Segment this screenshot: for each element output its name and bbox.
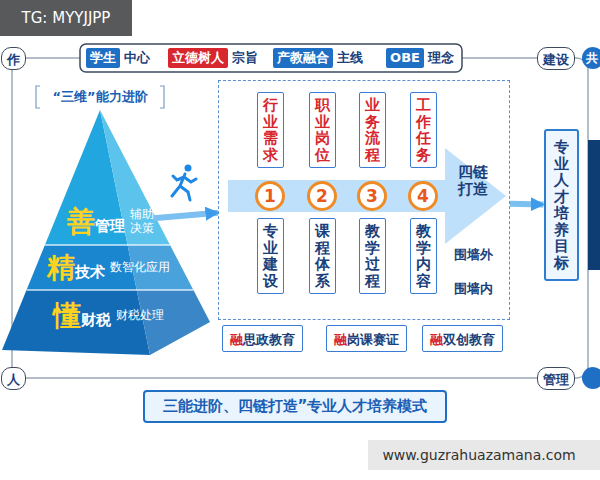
tag-text: 学生 bbox=[86, 48, 120, 68]
tag-caption: 主线 bbox=[337, 50, 363, 66]
callout-number: 2 bbox=[316, 188, 328, 205]
chain-top-box: 职业岗位 bbox=[309, 92, 336, 168]
cut-panel bbox=[588, 140, 600, 270]
watermark: www.guzrahuazamana.com bbox=[382, 447, 575, 463]
pyramid-divider bbox=[27, 245, 194, 290]
tag-caption: 理念 bbox=[428, 50, 454, 66]
chain-top-box: 工作任务 bbox=[410, 92, 437, 168]
runner-head bbox=[185, 165, 192, 172]
principle-tag: 产教融合主线 bbox=[273, 48, 363, 68]
callout-number: 4 bbox=[417, 188, 429, 205]
runner-body bbox=[172, 174, 196, 200]
pill-text: 人 bbox=[7, 372, 20, 388]
pyramid-level: 懂财税财税处理 bbox=[53, 299, 164, 333]
tag-caption: 中心 bbox=[124, 50, 150, 66]
box-text: 行业需求 bbox=[263, 97, 278, 163]
flow-arrow bbox=[510, 201, 544, 208]
integration-box: 融双创教育 bbox=[422, 325, 503, 352]
step-circle: 4 bbox=[408, 181, 438, 211]
pyramid-level: 善管理辅助决策 bbox=[67, 205, 154, 239]
badge-circle bbox=[582, 367, 600, 389]
box-text: 职业岗位 bbox=[315, 97, 330, 163]
arrow-label: 四链打造 bbox=[458, 164, 488, 199]
box-text: 融双创教育 bbox=[430, 332, 495, 348]
label-bracket bbox=[36, 86, 164, 108]
badge-char: 共 bbox=[586, 50, 598, 67]
watermark-band bbox=[368, 440, 600, 470]
callout-number: 3 bbox=[366, 188, 378, 205]
pyramid-bottom-side bbox=[137, 290, 210, 355]
goal-box: 专业人才培养目标 bbox=[544, 129, 579, 281]
running-man-icon bbox=[172, 165, 196, 201]
title-box: 三能进阶、四链打造”专业人才培养模式 bbox=[143, 390, 448, 423]
pyramid-bottom-front bbox=[2, 290, 150, 355]
frame-pill: 作 bbox=[1, 47, 26, 70]
frame-pill: 建设 bbox=[537, 47, 575, 70]
level-skill: 辅助决策 bbox=[130, 208, 154, 236]
badge-circle bbox=[582, 47, 600, 69]
zone-label: 围墙外 bbox=[454, 246, 493, 264]
zone-label: 围墙内 bbox=[454, 280, 493, 298]
section-label: “三维”能力进阶 bbox=[52, 88, 147, 106]
box-text: 专业建设 bbox=[263, 223, 278, 289]
tag-text: 立德树人 bbox=[168, 48, 228, 68]
box-text: 业务流程 bbox=[365, 97, 380, 163]
pyramid-level: 精技术数智化应用 bbox=[47, 251, 170, 285]
principle-tag: 学生中心 bbox=[86, 48, 150, 68]
pill-text: 作 bbox=[7, 52, 20, 68]
watermark: TG: MYYJJPP bbox=[22, 9, 111, 27]
step-circle: 1 bbox=[255, 181, 285, 211]
pill-text: 建设 bbox=[543, 52, 569, 68]
principle-bar bbox=[80, 44, 462, 72]
chain-top-box: 业务流程 bbox=[359, 92, 386, 168]
frame-pill: 人 bbox=[1, 367, 26, 390]
chain-bottom-box: 专业建设 bbox=[257, 218, 284, 294]
chain-bottom-box: 课程体系 bbox=[309, 218, 336, 294]
step-circle: 3 bbox=[357, 181, 387, 211]
box-text: 工作任务 bbox=[416, 97, 431, 163]
box-text: 教学内容 bbox=[416, 223, 431, 289]
watermark-band bbox=[0, 0, 132, 36]
principle-tag: 立德树人宗旨 bbox=[168, 48, 258, 68]
tag-text: 产教融合 bbox=[273, 48, 333, 68]
level-skill: 财税处理 bbox=[116, 309, 164, 323]
box-text: 融岗课赛证 bbox=[334, 332, 399, 348]
flow-arrow bbox=[154, 213, 219, 219]
principle-tag: OBE理念 bbox=[386, 48, 454, 68]
chain-frame: 四链打造围墙外围墙内 行业需求 职业岗位 业务流程 工作任务 1 2 3 4 专业建设 课程体系 教学… bbox=[218, 80, 510, 320]
integration-box: 融思政教育 bbox=[222, 325, 303, 352]
frame-pill: 管理 bbox=[537, 367, 575, 390]
level-name: 善管理 bbox=[67, 205, 125, 239]
pyramid bbox=[2, 110, 210, 355]
box-text: 专业人才培养目标 bbox=[554, 139, 569, 271]
chain-bottom-box: 教学内容 bbox=[410, 218, 437, 294]
chain-bottom-box: 教学过程 bbox=[359, 218, 386, 294]
level-name: 精技术 bbox=[47, 251, 105, 285]
box-text: 融思政教育 bbox=[230, 332, 295, 348]
pill-text: 管理 bbox=[543, 372, 569, 388]
integration-box: 融岗课赛证 bbox=[326, 325, 407, 352]
chain-top-box: 行业需求 bbox=[257, 92, 284, 168]
level-name: 懂财税 bbox=[53, 299, 111, 333]
step-circle: 2 bbox=[307, 181, 337, 211]
callout-number: 1 bbox=[264, 188, 276, 205]
level-skill: 数智化应用 bbox=[110, 261, 170, 275]
box-text: 课程体系 bbox=[315, 223, 330, 289]
tag-text: OBE bbox=[386, 48, 424, 68]
box-text: 教学过程 bbox=[365, 223, 380, 289]
tag-caption: 宗旨 bbox=[232, 50, 258, 66]
